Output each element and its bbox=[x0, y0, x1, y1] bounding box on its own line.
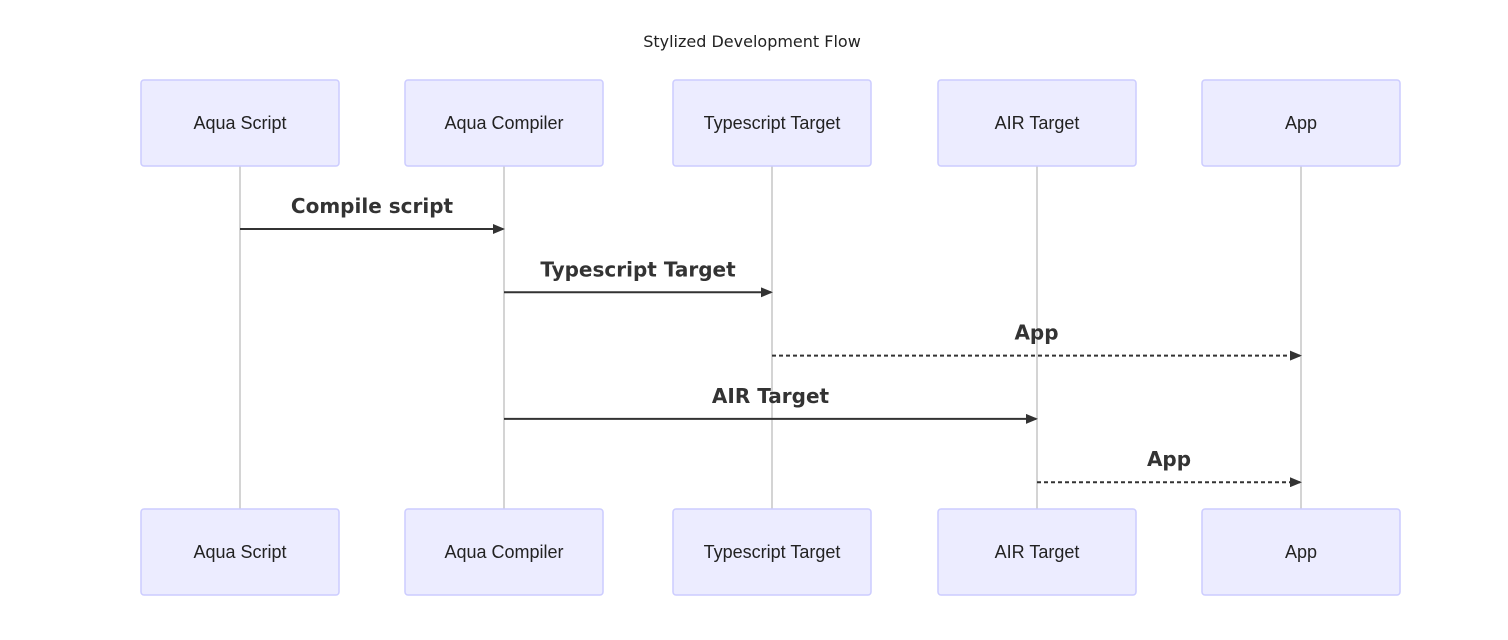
participant-top-air-target: AIR Target bbox=[937, 79, 1137, 167]
participant-top-aqua-script: Aqua Script bbox=[140, 79, 340, 167]
participant-bottom-app: App bbox=[1201, 508, 1401, 596]
message-1: Compile script bbox=[240, 194, 505, 234]
participant-box bbox=[404, 508, 604, 596]
participant-box bbox=[672, 79, 872, 167]
participant-label: App bbox=[1285, 113, 1317, 133]
participant-label: Aqua Script bbox=[193, 113, 286, 133]
message-label: Typescript Target bbox=[540, 257, 736, 281]
message-label: App bbox=[1014, 321, 1058, 345]
message-3: App bbox=[772, 321, 1302, 361]
participant-box bbox=[1201, 508, 1401, 596]
message-label: App bbox=[1147, 447, 1191, 471]
participant-label: Aqua Script bbox=[193, 542, 286, 562]
participant-label: Typescript Target bbox=[704, 113, 841, 133]
participant-label: Aqua Compiler bbox=[444, 542, 563, 562]
participant-box bbox=[140, 508, 340, 596]
participant-box bbox=[937, 79, 1137, 167]
lifelines bbox=[239, 166, 1302, 509]
message-label: AIR Target bbox=[712, 384, 830, 408]
participant-box bbox=[404, 79, 604, 167]
participant-top-aqua-compiler: Aqua Compiler bbox=[404, 79, 604, 167]
participant-top-app: App bbox=[1201, 79, 1401, 167]
participant-box bbox=[1201, 79, 1401, 167]
participant-bottom-air-target: AIR Target bbox=[937, 508, 1137, 596]
message-2: Typescript Target bbox=[504, 257, 773, 298]
message-label: Compile script bbox=[291, 194, 454, 218]
participant-box bbox=[937, 508, 1137, 596]
diagram-title: Stylized Development Flow bbox=[643, 32, 861, 51]
message-5: App bbox=[1037, 447, 1302, 488]
participant-label: Typescript Target bbox=[704, 542, 841, 562]
participant-label: App bbox=[1285, 542, 1317, 562]
participant-bottom-typescript-target: Typescript Target bbox=[672, 508, 872, 596]
top-participants: Aqua Script Aqua Compiler Typescript Targe… bbox=[140, 79, 1401, 167]
participant-label: Aqua Compiler bbox=[444, 113, 563, 133]
participant-box bbox=[672, 508, 872, 596]
participant-box bbox=[140, 79, 340, 167]
bottom-participants: Aqua Script Aqua Compiler Typescript Targe… bbox=[140, 508, 1401, 596]
participant-label: AIR Target bbox=[995, 113, 1080, 133]
message-4: AIR Target bbox=[504, 384, 1038, 424]
participant-top-typescript-target: Typescript Target bbox=[672, 79, 872, 167]
participant-bottom-aqua-script: Aqua Script bbox=[140, 508, 340, 596]
participant-label: AIR Target bbox=[995, 542, 1080, 562]
participant-bottom-aqua-compiler: Aqua Compiler bbox=[404, 508, 604, 596]
